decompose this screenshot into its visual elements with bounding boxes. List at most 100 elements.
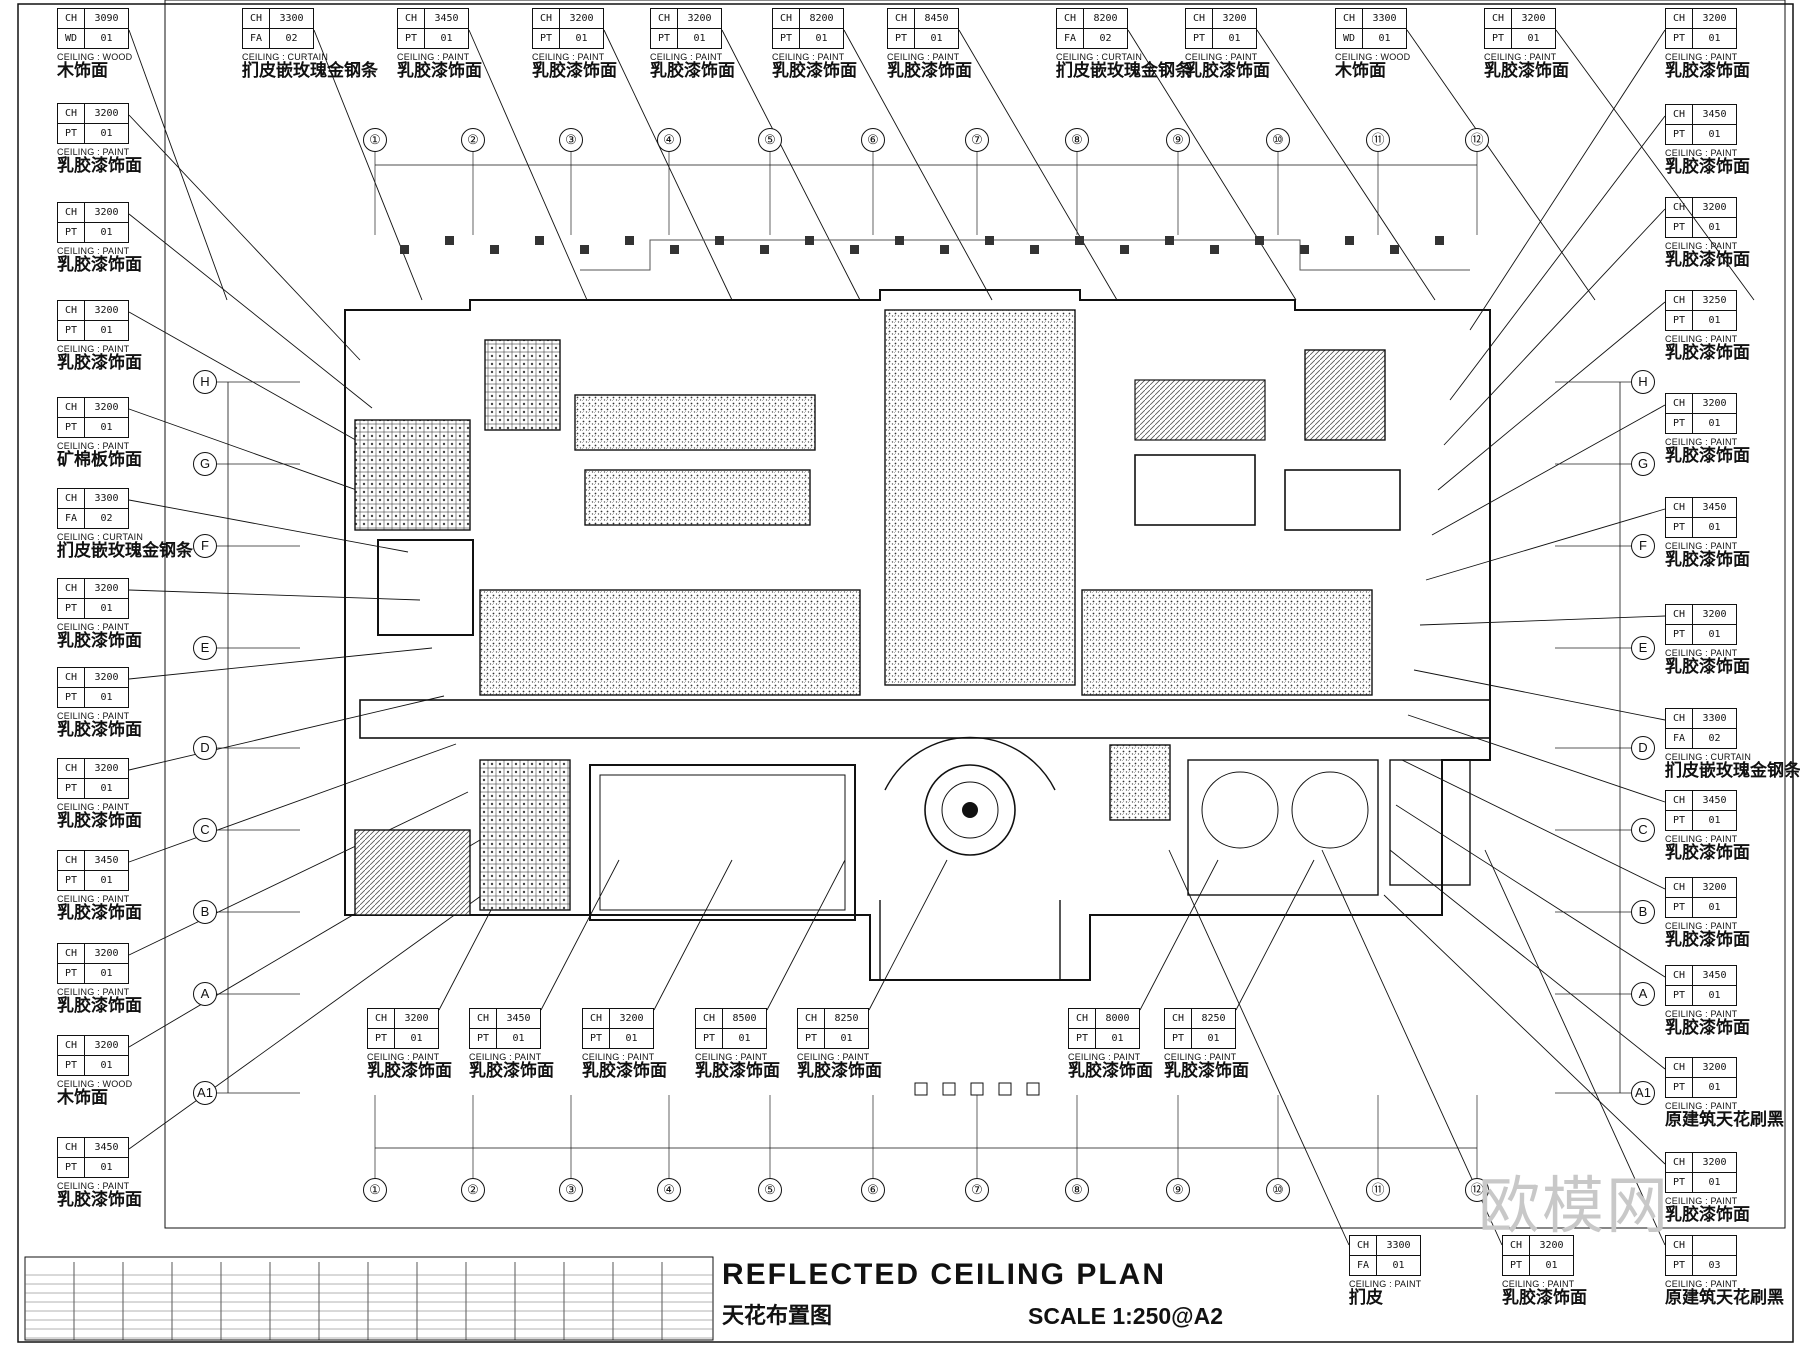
material-code: PT: [532, 28, 560, 49]
ch-label: CH: [57, 1035, 85, 1056]
material-number: 01: [1376, 1255, 1421, 1276]
ceiling-height: 3090: [84, 8, 129, 29]
grid-bubble-right: A1: [1631, 1081, 1655, 1105]
grid-bubble-top: ⑫: [1465, 128, 1489, 152]
ceiling-height: 3300: [1362, 8, 1407, 29]
light-fixture: [1165, 236, 1174, 245]
ch-label: CH: [1665, 708, 1693, 729]
material-code: FA: [1349, 1255, 1377, 1276]
ceiling-spec: CEILING : CURTAIN: [1056, 52, 1143, 62]
ceiling-spec: CEILING : PAINT: [1665, 1279, 1738, 1289]
finish-name: 乳胶漆饰面: [1665, 1205, 1750, 1225]
leader-line: [766, 859, 846, 1011]
ceiling-height: 3300: [1376, 1235, 1421, 1256]
ceiling-spec: CEILING : PAINT: [57, 894, 130, 904]
material-number: 01: [824, 1028, 869, 1049]
ceiling-area: [884, 309, 1076, 686]
ceiling-spec: CEILING : PAINT: [1665, 1101, 1738, 1111]
finish-name: 乳胶漆饰面: [1665, 657, 1750, 677]
main-corridor: [359, 699, 1491, 739]
grid-bubble-right: E: [1631, 636, 1655, 660]
material-code: PT: [367, 1028, 395, 1049]
finish-name: 原建筑天花刷黑: [1665, 1288, 1784, 1308]
ceiling-height: 3200: [84, 758, 129, 779]
ceiling-height: 3250: [1692, 290, 1737, 311]
material-number: 02: [1083, 28, 1128, 49]
ch-label: CH: [1349, 1235, 1377, 1256]
material-code: PT: [1185, 28, 1213, 49]
material-code: PT: [695, 1028, 723, 1049]
ceiling-height: 3200: [1511, 8, 1556, 29]
room-east-2: [1284, 469, 1401, 531]
grid-bubble-bottom: ②: [461, 1178, 485, 1202]
ceiling-spec: CEILING : PAINT: [1502, 1279, 1575, 1289]
material-code: FA: [242, 28, 270, 49]
ceiling-spec: CEILING : PAINT: [1068, 1052, 1141, 1062]
material-number: 01: [394, 1028, 439, 1049]
material-code: PT: [57, 687, 85, 708]
ch-label: CH: [1665, 790, 1693, 811]
ch-label: CH: [1665, 965, 1693, 986]
grid-bubble-bottom: ①: [363, 1178, 387, 1202]
finish-name: 乳胶漆饰面: [772, 61, 857, 81]
ch-label: CH: [57, 300, 85, 321]
finish-name: 乳胶漆饰面: [57, 353, 142, 373]
ch-label: CH: [1164, 1008, 1192, 1029]
material-code: PT: [57, 963, 85, 984]
finish-name: 木饰面: [1335, 61, 1386, 81]
ceiling-height: 3200: [677, 8, 722, 29]
material-number: 01: [1692, 1077, 1737, 1098]
grid-bubble-bottom: ⑨: [1166, 1178, 1190, 1202]
ceiling-spec: CEILING : PAINT: [532, 52, 605, 62]
ceiling-spec: CEILING : PAINT: [1665, 648, 1738, 658]
roof-line: [580, 239, 1470, 271]
finish-name: 乳胶漆饰面: [1665, 930, 1750, 950]
material-code: PT: [650, 28, 678, 49]
ceiling-height: [1692, 1235, 1737, 1256]
finish-name: 扪皮嵌玫瑰金钢条: [57, 541, 193, 561]
floor-plan: [344, 236, 1491, 1096]
finish-name: 乳胶漆饰面: [532, 61, 617, 81]
ceiling-spec: CEILING : PAINT: [57, 1181, 130, 1191]
material-number: 01: [1692, 810, 1737, 831]
ceiling-spec: CEILING : PAINT: [1665, 241, 1738, 251]
grid-bubble-top: ⑤: [758, 128, 782, 152]
ch-label: CH: [57, 578, 85, 599]
light-fixture: [625, 236, 634, 245]
material-number: 01: [1529, 1255, 1574, 1276]
ch-label: CH: [242, 8, 270, 29]
material-code: PT: [57, 417, 85, 438]
material-number: 02: [84, 508, 129, 529]
ceiling-height: 8500: [722, 1008, 767, 1029]
ch-label: CH: [1665, 290, 1693, 311]
ch-label: CH: [1665, 604, 1693, 625]
material-number: 01: [1692, 28, 1737, 49]
grid-bubble-top: ⑪: [1366, 128, 1390, 152]
ceiling-height: 3450: [1692, 104, 1737, 125]
material-number: 01: [722, 1028, 767, 1049]
grid-bubble-top: ②: [461, 128, 485, 152]
pillar: [914, 1082, 928, 1096]
leader-line: [653, 859, 733, 1011]
finish-name: 扪皮: [1349, 1288, 1383, 1308]
ceiling-spec: CEILING : CURTAIN: [1665, 752, 1752, 762]
ceiling-height: 3200: [84, 300, 129, 321]
material-code: PT: [1665, 413, 1693, 434]
finish-name: 乳胶漆饰面: [397, 61, 482, 81]
ceiling-spec: CEILING : PAINT: [1665, 921, 1738, 931]
material-number: 01: [1692, 624, 1737, 645]
ceiling-area: [584, 469, 811, 526]
ceiling-spec: CEILING : CURTAIN: [242, 52, 329, 62]
leader-line: [128, 499, 409, 553]
